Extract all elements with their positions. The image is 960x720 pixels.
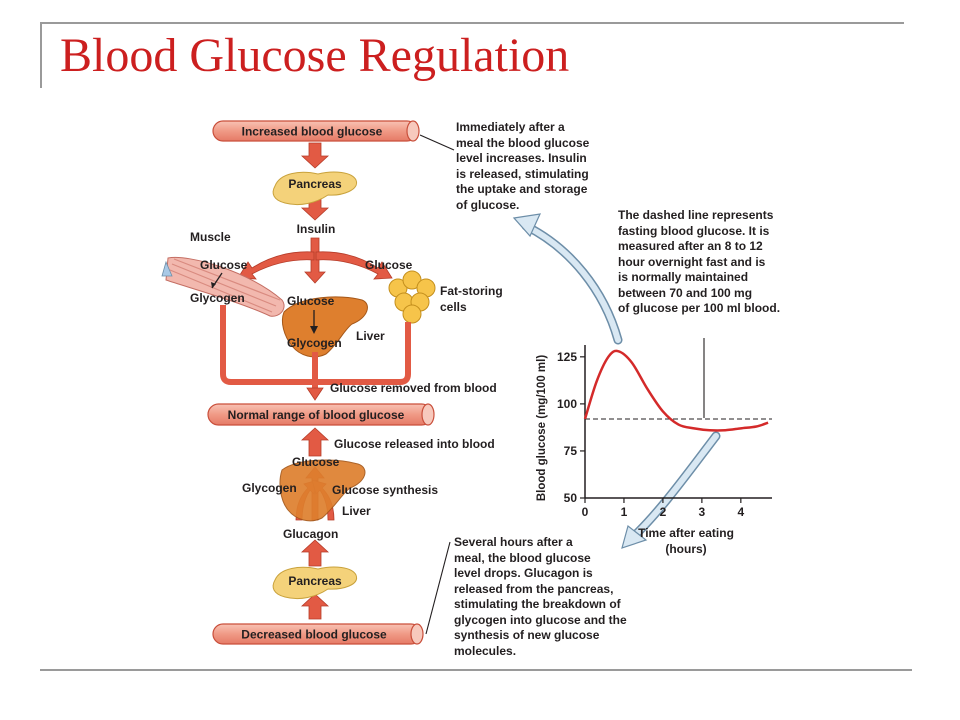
fat-cells-icon — [388, 270, 436, 324]
note-after-meal-line: of glucose. — [456, 197, 520, 212]
glucose-curve — [583, 349, 769, 432]
note-dashed-line-text: between 70 and 100 mg — [618, 285, 753, 300]
top-flow-arrows — [237, 142, 393, 284]
slide-title: Blood Glucose Regulation — [60, 29, 570, 82]
y-tick-label: 100 — [557, 397, 577, 411]
x-tick-label: 2 — [660, 505, 667, 519]
x-tick-label: 4 — [737, 505, 744, 519]
note-dashed-line-text: is normally maintained — [618, 270, 749, 284]
bottom-glucose-label: Glucose — [292, 455, 340, 469]
liver-glucose-label: Glucose — [287, 294, 335, 308]
bottom-glycogen-label: Glycogen — [242, 481, 297, 495]
leader-top — [419, 134, 455, 151]
x-axis-label: Time after eating — [638, 526, 734, 540]
slide-frame-top — [40, 22, 904, 24]
note-several-hours-line: synthesis of new glucose — [454, 628, 600, 642]
note-after-meal-line: level increases. Insulin — [456, 151, 587, 165]
glucose-synthesis-label: Glucose synthesis — [332, 483, 438, 497]
slide-frame-left — [40, 22, 42, 88]
note-several-hours-line: glycogen into glucose and the — [454, 612, 627, 627]
y-axis-label: Blood glucose (mg/100 ml) — [536, 355, 548, 501]
removed-label: Glucose removed from blood — [330, 381, 497, 395]
note-after-meal-line: the uptake and storage — [456, 182, 588, 196]
fat-label-1: Fat-storing — [440, 284, 503, 298]
blue-arrow-up — [512, 213, 623, 345]
note-dashed-line-text: of glucose per 100 ml blood. — [618, 301, 781, 315]
x-tick-label: 0 — [582, 505, 589, 519]
pancreas-top: Pancreas — [272, 171, 358, 206]
fat-label-2: cells — [440, 300, 467, 314]
vessel-decreased: Decreased blood glucose — [212, 623, 424, 645]
increased-label: Increased blood glucose — [242, 125, 383, 139]
note-several-hours-line: molecules. — [454, 643, 517, 658]
x-tick-label: 3 — [699, 505, 706, 519]
liver-icon — [281, 296, 368, 358]
note-dashed-line-text: hour overnight fast and is — [618, 254, 766, 269]
note-after-meal-line: Immediately after a — [456, 120, 565, 134]
note-several-hours-line: meal, the blood glucose — [454, 550, 591, 565]
leader-bottom — [425, 541, 451, 635]
note-several-hours-line: released from the pancreas, — [454, 581, 614, 596]
x-axis-unit: (hours) — [665, 542, 706, 556]
decreased-label: Decreased blood glucose — [241, 628, 387, 642]
note-after-meal-line: meal the blood glucose — [456, 135, 590, 150]
vessel-normal: Normal range of blood glucose — [207, 403, 435, 426]
collection-loop — [220, 305, 411, 390]
x-tick-label: 1 — [621, 505, 628, 519]
note-dashed-line-text: measured after an 8 to 12 — [618, 239, 763, 253]
fat-glucose-label: Glucose — [365, 258, 413, 272]
blue-arrow-down — [621, 431, 721, 549]
y-tick-label: 75 — [564, 444, 578, 458]
pancreas-bottom: Pancreas — [272, 566, 358, 600]
insulin-label: Insulin — [297, 222, 336, 236]
note-after-meal-line: is released, stimulating — [456, 166, 589, 181]
y-tick-label: 125 — [557, 350, 577, 364]
muscle-icon — [161, 256, 285, 317]
liver-top-label: Liver — [356, 329, 385, 343]
y-tick-label: 50 — [564, 491, 578, 505]
bottom-liver-label: Liver — [342, 504, 371, 518]
note-several-hours-line: stimulating the breakdown of — [454, 597, 621, 611]
muscle-glycogen-label: Glycogen — [190, 291, 245, 305]
muscle-glucose-label: Glucose — [200, 258, 248, 272]
released-label: Glucose released into blood — [334, 437, 495, 451]
note-dashed-line: The dashed line represents fasting blood… — [618, 208, 780, 317]
vessel-increased: Increased blood glucose — [212, 120, 420, 142]
note-several-hours: Several hours after a meal, the blood gl… — [454, 535, 627, 659]
pancreas-bottom-label: Pancreas — [288, 574, 342, 588]
note-after-meal: Immediately after a meal the blood gluco… — [456, 120, 589, 213]
note-several-hours-line: level drops. Glucagon is — [454, 566, 593, 580]
muscle-label: Muscle — [190, 230, 231, 244]
pancreas-top-label: Pancreas — [288, 177, 342, 191]
normal-label: Normal range of blood glucose — [228, 408, 405, 422]
liver-glycogen-label: Glycogen — [287, 336, 342, 350]
slide-frame-bottom — [40, 669, 912, 671]
glucagon-label: Glucagon — [283, 527, 338, 541]
glucose-chart: 50 75 100 125 0 1 2 3 4 Blood glucose (mg/100 m… — [536, 345, 772, 556]
note-dashed-line-text: fasting blood glucose. It is — [618, 223, 770, 238]
note-dashed-line-text: The dashed line represents — [618, 208, 774, 222]
note-several-hours-line: Several hours after a — [454, 535, 573, 549]
liver-bottom-icon — [279, 459, 366, 522]
